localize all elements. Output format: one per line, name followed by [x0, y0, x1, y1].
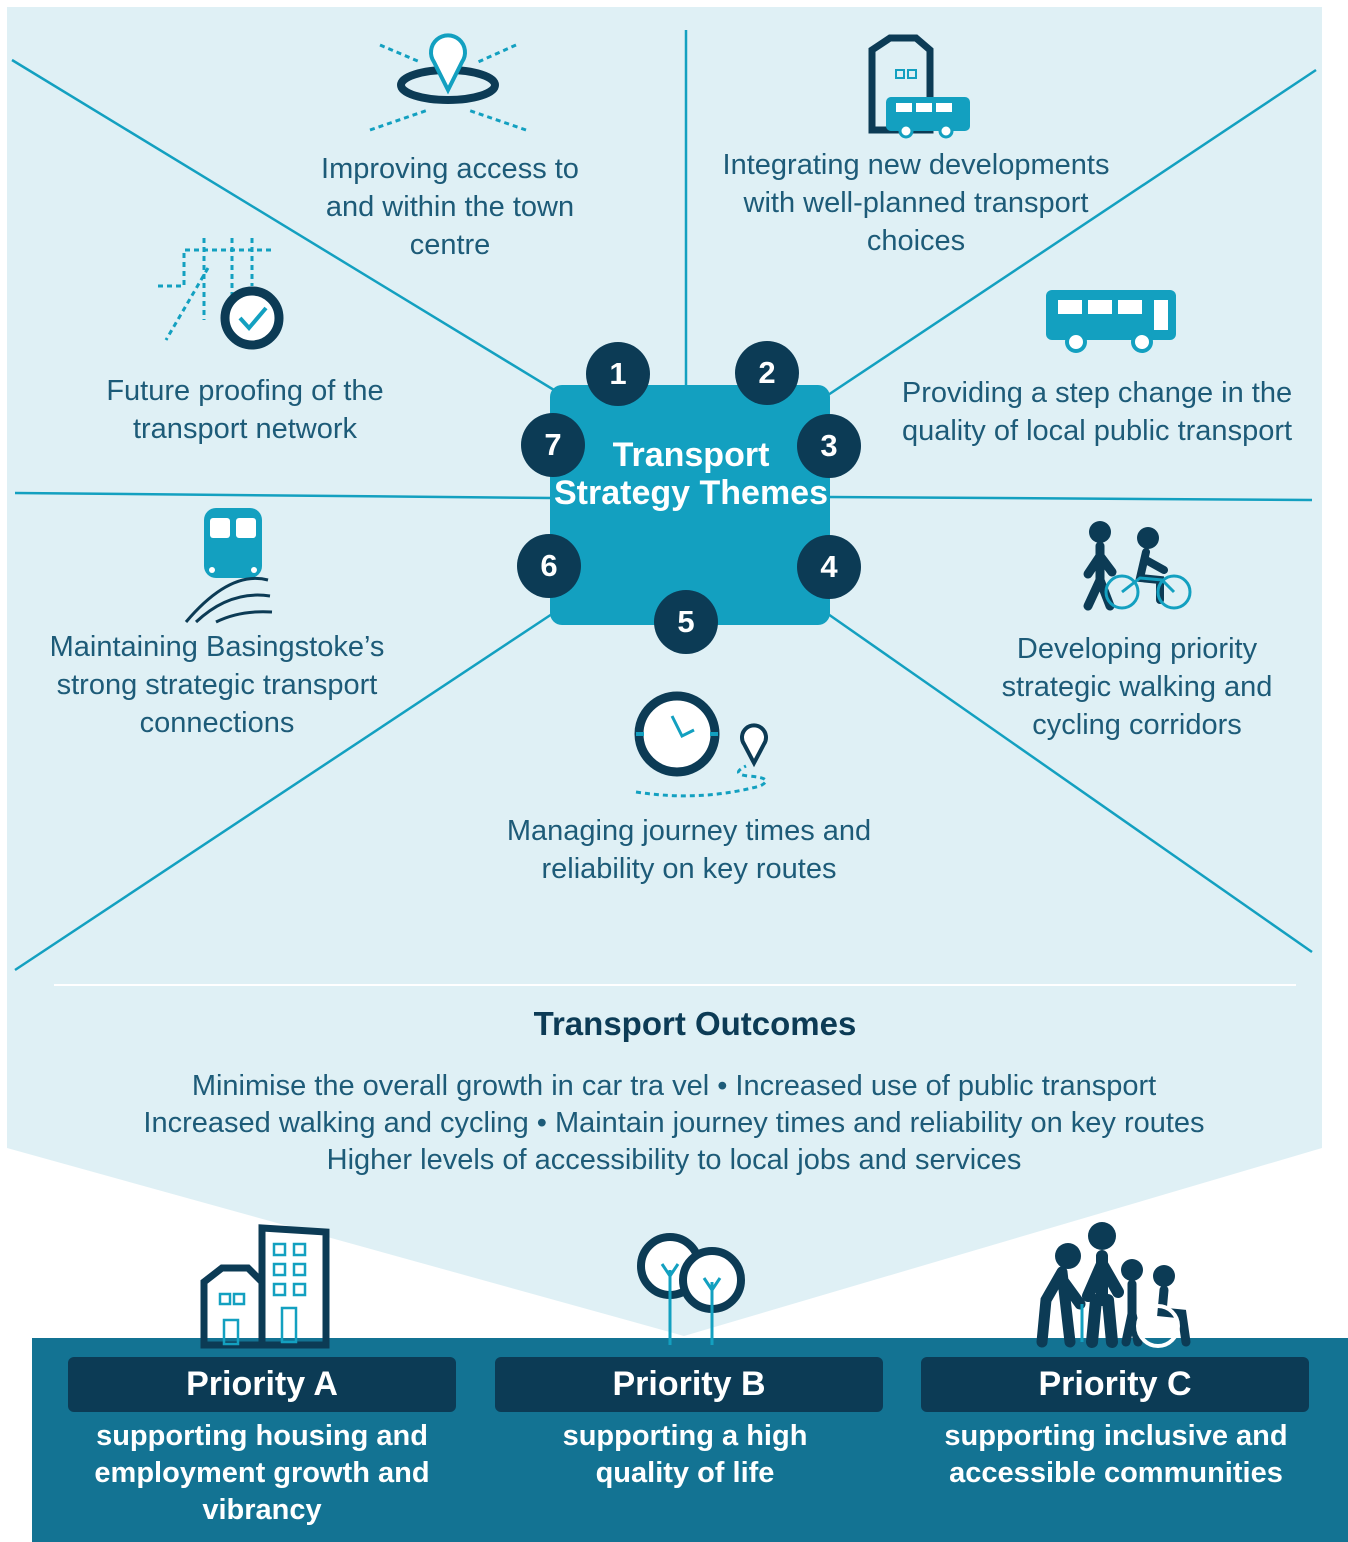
theme-label-3: Providing a step change in the quality o…: [901, 377, 1293, 447]
center-title: Transport Strategy Themes: [554, 436, 828, 512]
divider-line: [827, 495, 1313, 502]
priority-c-title: Priority C: [921, 1357, 1309, 1412]
theme-label-4: Developing priority strategic walking an…: [1001, 633, 1273, 741]
community-people-icon: [1036, 1222, 1191, 1348]
theme-number-4: 4: [797, 535, 861, 599]
trees-icon: [637, 1233, 745, 1345]
location-pin-ring-icon: [369, 33, 527, 132]
divider-lines: [11, 30, 1317, 972]
theme-label-5: Managing journey times and reliability o…: [506, 815, 872, 885]
outcomes-title: Transport Outcomes: [533, 1005, 857, 1042]
theme-number-5: 5: [654, 590, 718, 654]
priority-c-description: supporting inclusive and accessible comm…: [944, 1420, 1288, 1489]
clock-route-icon: [634, 691, 768, 798]
theme-number-1: 1: [586, 342, 650, 406]
buildings-icon: [200, 1224, 330, 1349]
walker-cyclist-icon: [1083, 521, 1192, 611]
train-icon: [184, 508, 273, 624]
divider-line: [14, 612, 553, 972]
priority-b-title: Priority B: [495, 1357, 883, 1412]
outcome-line-3: Higher levels of accessibility to local …: [326, 1144, 1022, 1176]
priority-b-description: supporting a high quality of life: [562, 1420, 808, 1489]
outcome-line-1: Minimise the overall growth in car tra v…: [191, 1070, 1157, 1102]
priority-a-description: supporting housing and employment growth…: [94, 1420, 430, 1526]
theme-number-7: 7: [521, 413, 585, 477]
theme-label-6: Maintaining Basingstoke’s strong strateg…: [49, 631, 385, 739]
outcome-line-2: Increased walking and cycling • Maintain…: [143, 1107, 1205, 1139]
theme-number-3: 3: [797, 414, 861, 478]
building-bus-icon: [868, 34, 970, 139]
divider-line: [827, 68, 1317, 397]
network-check-icon: [158, 238, 284, 350]
theme-number-2: 2: [735, 341, 799, 405]
bus-icon: [1046, 290, 1176, 353]
divider-line: [11, 58, 555, 392]
theme-label-7: Future proofing of the transport network: [106, 375, 384, 445]
theme-label-1: Improving access to and within the town …: [321, 153, 579, 261]
theme-label-2: Integrating new developments with well-p…: [722, 149, 1110, 257]
theme-number-6: 6: [517, 534, 581, 598]
priority-a-title: Priority A: [68, 1357, 456, 1412]
divider-line: [827, 612, 1313, 954]
center-box: [550, 385, 830, 625]
themes-background: [7, 7, 1322, 1336]
divider-line: [14, 491, 553, 500]
